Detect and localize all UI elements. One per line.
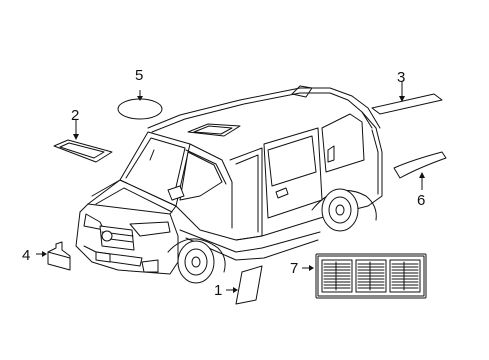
callout-7-number: 7 <box>290 260 298 277</box>
part-3-strip-label <box>371 82 443 115</box>
part-6-curved-label <box>393 151 447 190</box>
part-2-frame-label <box>53 120 113 163</box>
placard-column-2 <box>355 259 387 293</box>
placard-column-1 <box>321 259 353 293</box>
callout-6-number: 6 <box>417 192 425 209</box>
minivan-illustration <box>75 85 383 284</box>
part-4-tag-label <box>36 241 71 271</box>
part-5-round-label <box>117 90 163 120</box>
callout-2-number: 2 <box>71 107 79 124</box>
callout-1-number: 1 <box>214 282 222 299</box>
part-1-card-label <box>226 265 263 305</box>
callout-4-number: 4 <box>22 247 30 264</box>
placard-column-3 <box>389 259 421 293</box>
callout-3-number: 3 <box>397 69 405 86</box>
callout-5-number: 5 <box>135 67 143 84</box>
part-7-info-placard <box>302 253 427 299</box>
